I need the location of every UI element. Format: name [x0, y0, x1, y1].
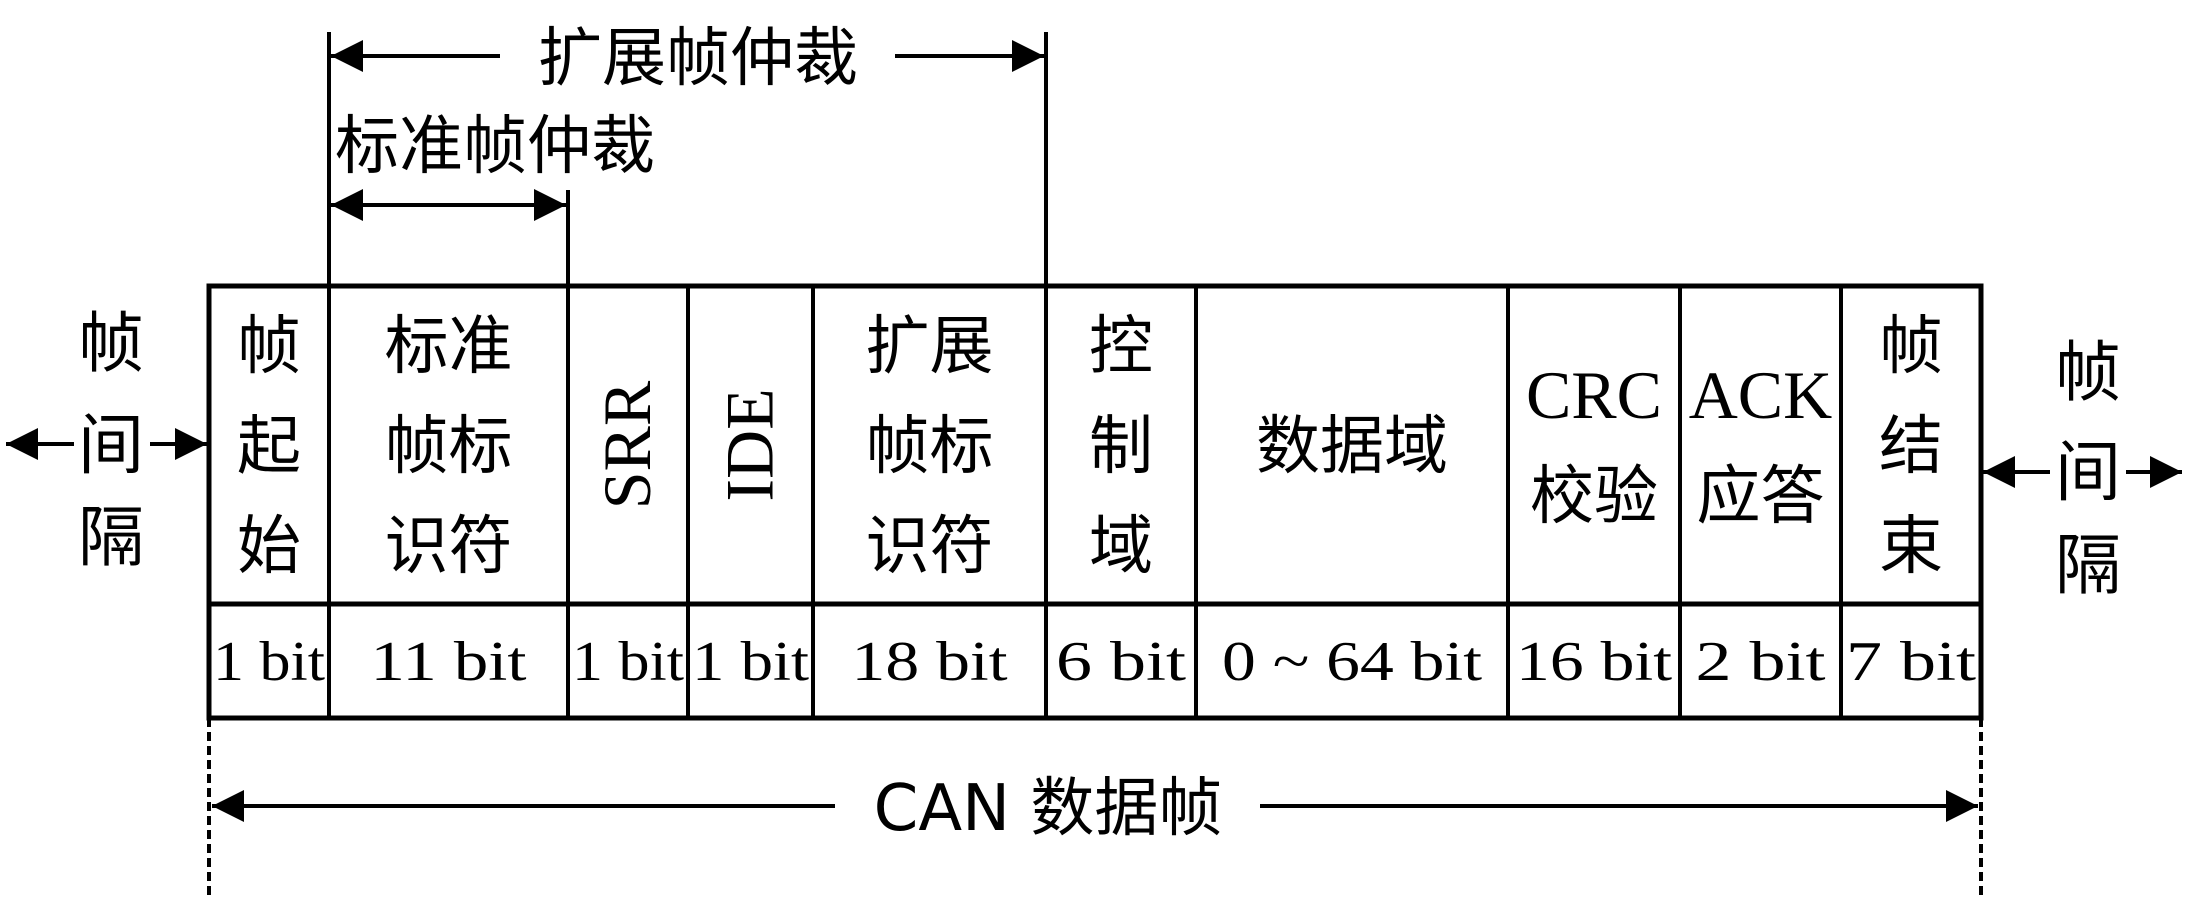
interframe-left-char: 间	[78, 407, 144, 484]
frame-field: 帧起始 1 bit	[213, 310, 325, 693]
field-name-line: 帧标	[866, 410, 994, 484]
field-name-line: 应答	[1697, 460, 1825, 534]
field-name-line: 数据域	[1256, 410, 1448, 484]
frame-table-border	[206, 283, 1984, 721]
interframe-right-char: 隔	[2055, 527, 2121, 604]
field-name-line: 制	[1089, 410, 1153, 484]
field-name-line: 起	[237, 410, 301, 484]
field-name-line: 帧	[237, 310, 301, 384]
frame-field: 控制域 6 bit	[1056, 310, 1187, 693]
interframe-right-char: 间	[2055, 434, 2121, 511]
field-bit-length: 11 bit	[371, 631, 528, 693]
field-name-line: 帧	[1879, 310, 1943, 384]
field-name-line: IDE	[712, 388, 788, 501]
frame-field: 数据域 0 ~ 64 bit	[1222, 410, 1483, 693]
field-bit-length: 0 ~ 64 bit	[1222, 631, 1483, 693]
can-data-frame-label: CAN 数据帧	[874, 772, 1223, 846]
field-name-line: 标准	[385, 310, 513, 384]
field-bit-length: 16 bit	[1516, 631, 1673, 693]
field-name-line: SRR	[589, 380, 665, 509]
frame-field: ACK 应答 2 bit	[1689, 357, 1833, 693]
field-bit-length: 2 bit	[1696, 631, 1827, 693]
field-name-line: 帧标	[385, 410, 513, 484]
field-name-line: 始	[237, 510, 301, 584]
interframe-space-left: 帧 间 隔	[6, 305, 207, 576]
frame-field: CRC 校验 16 bit	[1516, 357, 1673, 693]
field-name-line: 结	[1879, 410, 1943, 484]
frame-field: 帧结束 7 bit	[1846, 310, 1977, 693]
field-name-line: 控	[1089, 310, 1153, 384]
field-name-line: 域	[1089, 510, 1153, 584]
interframe-left-char: 帧	[78, 305, 144, 382]
field-name-line: CRC	[1526, 357, 1662, 433]
field-name-line: 束	[1879, 510, 1943, 584]
interframe-space-right: 帧 间 隔	[1983, 334, 2182, 604]
interframe-left-char: 隔	[78, 499, 144, 576]
standard-arbitration-label: 标准帧仲裁	[335, 110, 655, 184]
field-bit-length: 7 bit	[1846, 631, 1977, 693]
field-bit-length: 6 bit	[1056, 631, 1187, 693]
field-name-line: 扩展	[866, 310, 994, 384]
frame-field: IDE 1 bit	[692, 388, 810, 693]
frame-field: SRR 1 bit	[572, 380, 684, 693]
field-name-line: 校验	[1530, 460, 1658, 534]
field-bit-length: 1 bit	[213, 631, 325, 693]
field-bit-length: 18 bit	[852, 631, 1009, 693]
field-name-line: 识符	[385, 510, 513, 584]
interframe-right-char: 帧	[2055, 334, 2121, 411]
field-name-line: 识符	[866, 510, 994, 584]
field-name-line: ACK	[1689, 357, 1833, 433]
field-bit-length: 1 bit	[692, 631, 810, 693]
field-bit-length: 1 bit	[572, 631, 684, 693]
extended-arbitration-label: 扩展帧仲裁	[538, 22, 858, 96]
